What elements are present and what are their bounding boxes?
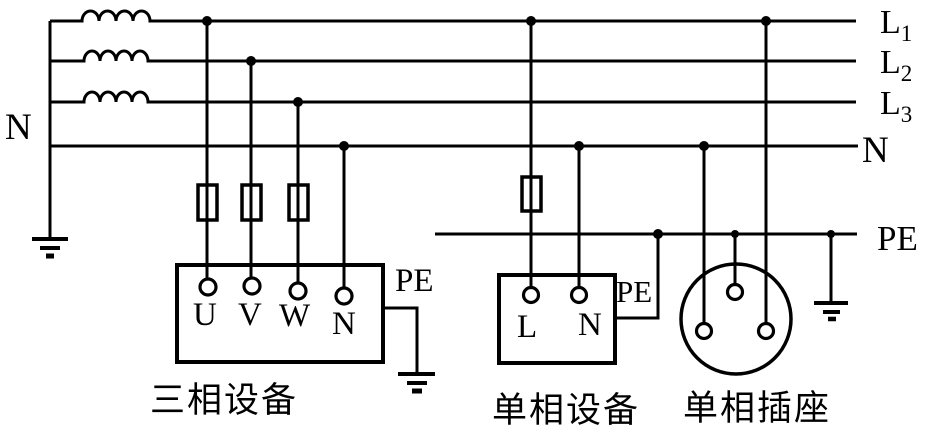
terminal-label-w: W xyxy=(279,298,311,334)
three-phase-device-caption: 三相设备 xyxy=(150,381,299,420)
terminal-circle-u xyxy=(198,277,218,297)
terminal-label-n: N xyxy=(332,306,356,342)
terminal-circle-w xyxy=(288,281,308,301)
bus-line-l2 xyxy=(50,49,856,63)
junction-dot xyxy=(653,229,663,239)
bus-label-l3: L3 xyxy=(880,85,912,126)
bus-label-n: N xyxy=(862,130,889,171)
junction-dot xyxy=(526,16,536,26)
earth-ground-icon xyxy=(814,301,848,322)
fuse-icon xyxy=(240,183,263,222)
earth-ground-icon xyxy=(398,372,435,394)
pe-wire-three-phase xyxy=(383,306,419,373)
bus-label-l2-sub: 2 xyxy=(900,60,913,86)
bus-label-l2: L2 xyxy=(880,44,912,85)
bus-label-l1-base: L xyxy=(880,4,901,41)
junction-dot xyxy=(827,230,835,238)
socket-pins xyxy=(694,282,776,341)
terminal-circle-n xyxy=(569,285,589,305)
socket-pin-pe xyxy=(725,282,745,302)
single-phase-socket-caption: 单相插座 xyxy=(683,389,832,428)
junction-dot xyxy=(202,16,212,26)
three-phase-terminals xyxy=(198,276,354,306)
terminal-circle-l xyxy=(521,285,541,305)
bus-label-l2-base: L xyxy=(880,44,901,81)
fuse-icon xyxy=(287,183,310,222)
bus-line-l1 xyxy=(50,9,856,23)
transformer-windings xyxy=(50,9,856,104)
single-phase-pe-label: PE xyxy=(616,274,653,309)
pe-wire-single-phase xyxy=(615,234,660,320)
junction-dot xyxy=(339,141,349,151)
socket-pin-l xyxy=(756,321,776,341)
three-phase-pe-label: PE xyxy=(395,263,434,299)
single-phase-device-box xyxy=(497,273,617,365)
junction-dot xyxy=(574,141,584,151)
bus-label-l1: L1 xyxy=(880,4,912,45)
terminal-label-u: U xyxy=(193,297,217,333)
fuse-icon xyxy=(520,175,543,213)
bus-label-l3-sub: 3 xyxy=(900,101,913,127)
terminal-circle-v xyxy=(242,276,262,296)
socket-outline xyxy=(679,262,793,376)
source-neutral-label: N xyxy=(5,107,32,148)
fuses xyxy=(196,175,543,222)
bus-label-l1-sub: 1 xyxy=(900,20,913,46)
earth-ground-icon xyxy=(32,237,68,259)
terminal-label-l: L xyxy=(517,309,538,345)
terminal-label-n: N xyxy=(578,307,602,343)
junction-dots xyxy=(202,16,835,239)
junction-dot xyxy=(731,230,739,238)
junction-dot xyxy=(293,97,303,107)
bus-line-l3 xyxy=(50,90,856,104)
junction-dot xyxy=(761,16,771,26)
socket-pin-n xyxy=(694,321,714,341)
single-phase-terminals xyxy=(521,285,589,305)
three-phase-device-box xyxy=(175,263,385,364)
single-phase-device-caption: 单相设备 xyxy=(492,391,641,430)
terminal-circle-n xyxy=(334,286,354,306)
bus-label-pe: PE xyxy=(877,219,918,258)
fuse-icon xyxy=(196,183,219,222)
junction-dot xyxy=(246,56,256,66)
junction-dot xyxy=(699,141,709,151)
terminal-label-v: V xyxy=(238,297,262,333)
bus-label-l3-base: L xyxy=(880,85,901,122)
